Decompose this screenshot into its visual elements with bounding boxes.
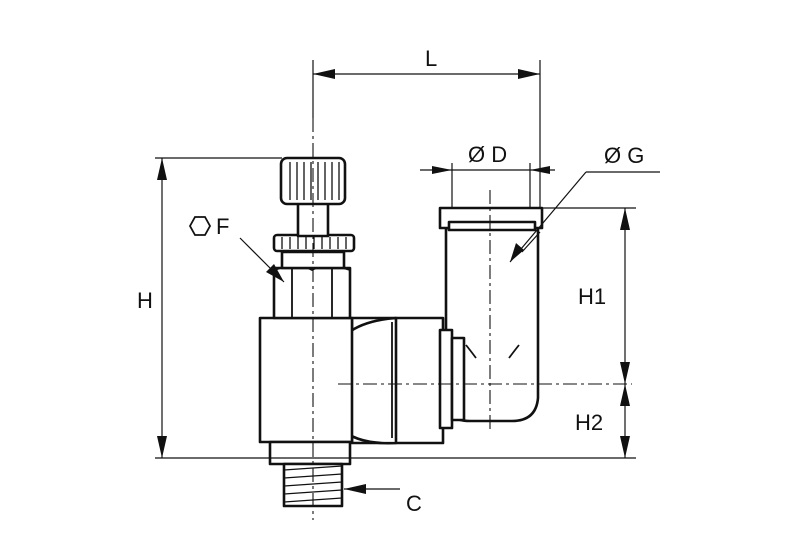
- label-d: Ø D: [468, 142, 507, 167]
- label-c: C: [406, 491, 422, 516]
- swivel-ring: [326, 316, 466, 445]
- push-in-elbow: [438, 206, 544, 423]
- label-h1: H1: [578, 284, 606, 309]
- flow-control-elbow-fitting: [258, 156, 544, 508]
- dimension-lines: [155, 60, 660, 494]
- label-l: L: [425, 46, 437, 71]
- label-h: H: [137, 288, 153, 313]
- collet-neck: [447, 220, 537, 232]
- label-h2: H2: [575, 410, 603, 435]
- main-body: [258, 316, 354, 444]
- label-g: Ø G: [604, 143, 644, 168]
- hexagon-icon: [188, 216, 212, 236]
- label-f: F: [216, 214, 229, 239]
- center-lines: [312, 118, 632, 520]
- threaded-stud: [268, 440, 352, 508]
- knurled-washer: [272, 233, 356, 253]
- hex-nut: [272, 265, 352, 320]
- dimension-labels: L Ø D Ø G F H H1 H2 C: [137, 46, 644, 516]
